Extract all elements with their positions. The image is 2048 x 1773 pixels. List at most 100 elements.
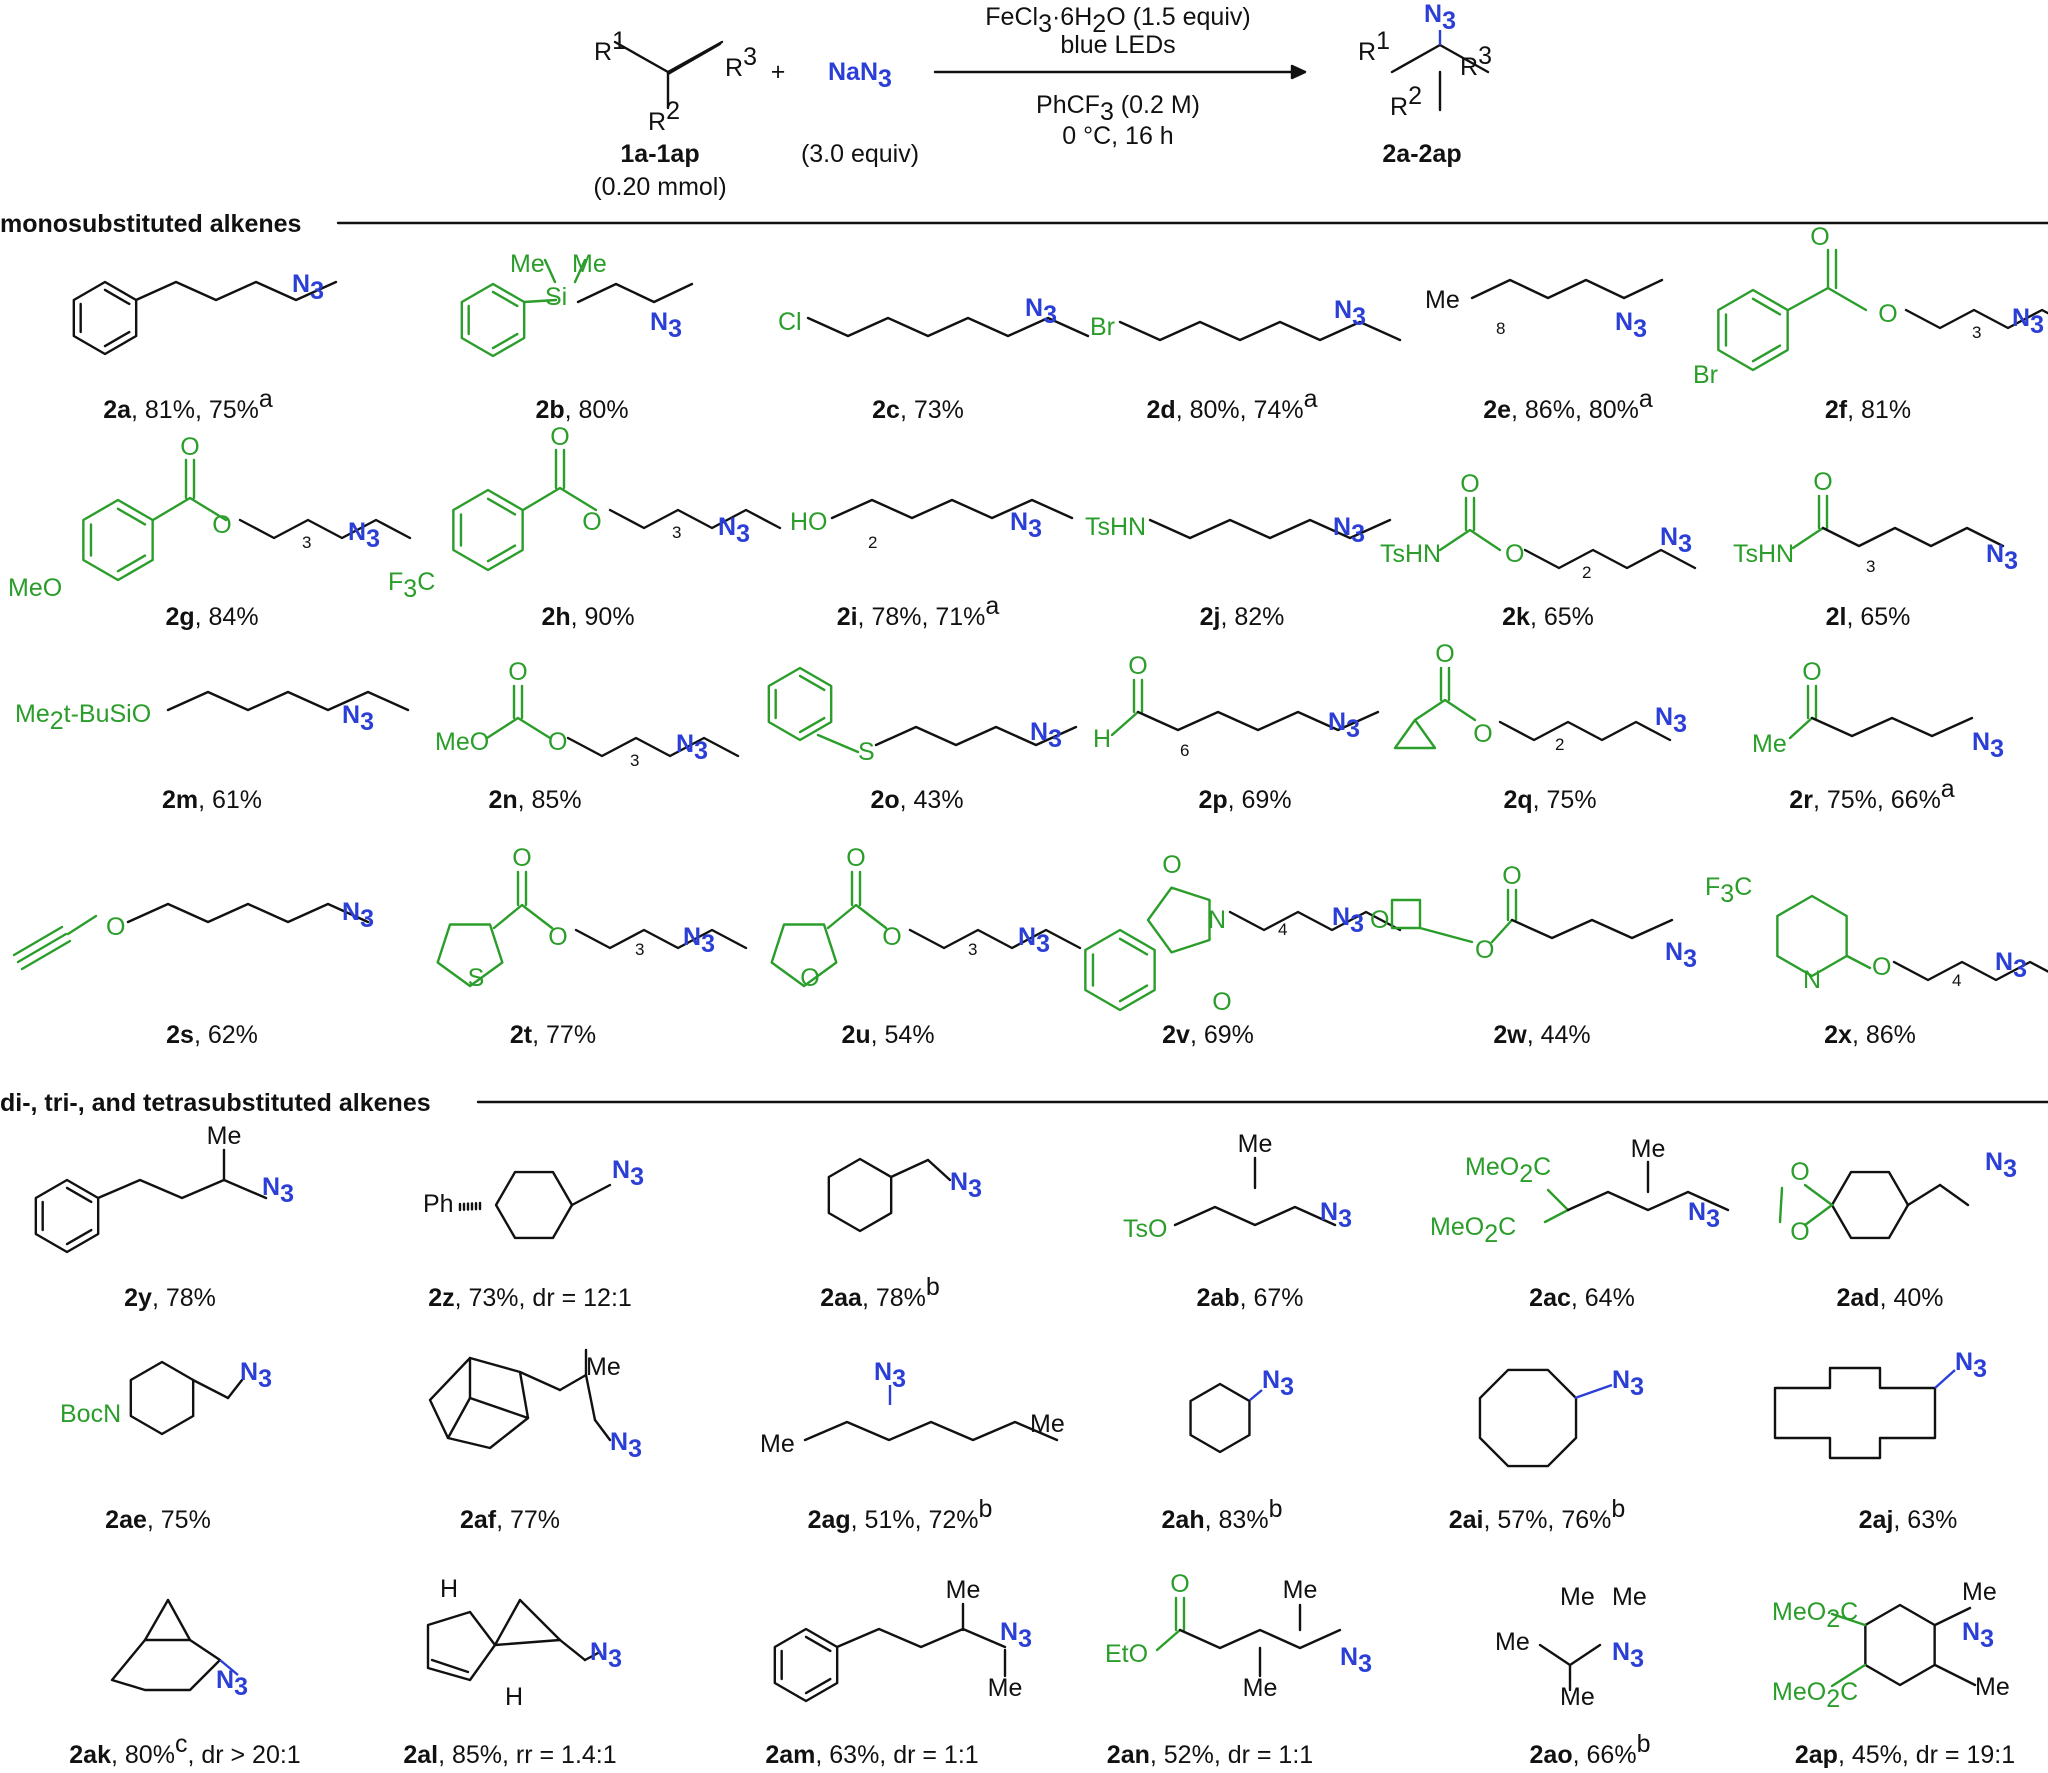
condition-line-1: FeCl3·6H2O (1.5 equiv): [985, 3, 1250, 38]
me-label: Me: [1752, 730, 1787, 758]
caption-2d: 2d, 80%, 74%a: [1147, 385, 1318, 424]
caption-2h: 2h, 90%: [541, 603, 634, 631]
meo2c-label: MeO2C: [1772, 1598, 1858, 1633]
meo-label: MeO: [435, 728, 489, 756]
caption-2z: 2z, 73%, dr = 12:1: [428, 1284, 632, 1312]
yield-caption-2ag: 2ag, 51%, 72%b: [808, 1495, 993, 1534]
o-label: O: [180, 433, 199, 461]
azide-label: N3: [1972, 728, 2004, 763]
yield-caption-2aj: 2aj, 63%: [1859, 1506, 1958, 1534]
o-label: O: [1872, 953, 1891, 981]
azide-label: N3: [240, 1358, 272, 1393]
o-label: O: [1370, 906, 1389, 934]
caption-2al: 2al, 85%, rr = 1.4:1: [403, 1741, 616, 1769]
me-label: Me: [1631, 1135, 1666, 1163]
me-label: Me: [1560, 1583, 1595, 1611]
tso-label: TsO: [1123, 1215, 1167, 1243]
me-label: Me: [207, 1122, 242, 1150]
bocn-label: BocN: [60, 1400, 121, 1428]
section-title-mono: monosubstituted alkenes: [0, 210, 301, 238]
me-label: Me: [1962, 1578, 1997, 1606]
azide-label: N3: [1688, 1198, 1720, 1233]
cf3-label: F3C: [1705, 873, 1752, 908]
h-label: H: [440, 1575, 458, 1603]
caption-2am: 2am, 63%, dr = 1:1: [765, 1741, 978, 1769]
h-label: H: [1093, 725, 1111, 753]
yield-caption-2ai: 2ai, 57%, 76%b: [1449, 1495, 1626, 1534]
o-label: O: [508, 658, 527, 686]
yield-caption-2i: 2i, 78%, 71%a: [837, 592, 1000, 631]
azide-label: N3: [1333, 513, 1365, 548]
cf3-label: F3C: [388, 568, 435, 603]
azide-label: N3: [1018, 923, 1050, 958]
caption-2b: 2b, 80%: [535, 396, 628, 424]
o-label: O: [1460, 470, 1479, 498]
azide-label: N3: [1955, 1348, 1987, 1383]
caption-2e: 2e, 86%, 80%a: [1483, 385, 1653, 424]
caption-2k: 2k, 65%: [1502, 603, 1594, 631]
azide-label: N3: [1665, 938, 1697, 973]
azide-label: N3: [1334, 296, 1366, 331]
product-r3-label: R3: [1460, 42, 1492, 81]
azide-label: N3: [1030, 718, 1062, 753]
reagent-label: NaN3: [828, 58, 892, 93]
o-label: O: [1502, 862, 1521, 890]
r3-label: R3: [725, 43, 757, 82]
azide-label: N3: [2012, 304, 2044, 339]
structure-2ah: N3: [1189, 1366, 1294, 1454]
o-label: O: [1810, 223, 1829, 251]
me-label: Me: [1560, 1683, 1595, 1711]
yield-caption-2ae: 2ae, 75%: [105, 1506, 211, 1534]
me-label: Me: [1030, 1410, 1065, 1438]
yield-caption-2b: 2b, 80%: [535, 396, 628, 424]
yield-caption-2q: 2q, 75%: [1503, 786, 1596, 814]
tshn-label: TsHN: [1380, 540, 1441, 568]
me-label: Me: [1238, 1130, 1273, 1158]
o-label: O: [1790, 1158, 1809, 1186]
ho-label: HO: [790, 508, 828, 536]
me-label: Me: [1975, 1673, 2010, 1701]
yield-caption-2ao: 2ao, 66%b: [1530, 1730, 1651, 1769]
caption-2n: 2n, 85%: [488, 786, 581, 814]
o-label: O: [1162, 851, 1181, 879]
structure-2s: ON3: [12, 898, 374, 971]
caption-2a: 2a, 81%, 75%a: [103, 385, 273, 424]
yield-caption-2l: 2l, 65%: [1826, 603, 1911, 631]
azide-label: N3: [1995, 948, 2027, 983]
meo2c-label: MeO2C: [1465, 1153, 1551, 1188]
yield-caption-2c: 2c, 73%: [872, 396, 964, 424]
azide-label: N3: [342, 898, 374, 933]
caption-2s: 2s, 62%: [166, 1021, 258, 1049]
azide-label: N3: [676, 730, 708, 765]
caption-2m: 2m, 61%: [162, 786, 262, 814]
subscript-3: 3: [630, 751, 639, 770]
caption-2f: 2f, 81%: [1825, 396, 1911, 424]
caption-2i: 2i, 78%, 71%a: [837, 592, 1000, 631]
plus-sign: +: [771, 58, 786, 86]
azide-label: N3: [342, 701, 374, 736]
yield-caption-2s: 2s, 62%: [166, 1021, 258, 1049]
azide-label: N3: [262, 1173, 294, 1208]
caption-2g: 2g, 84%: [165, 603, 258, 631]
yield-caption-2o: 2o, 43%: [870, 786, 963, 814]
o-label: O: [550, 423, 569, 451]
yield-caption-2f: 2f, 81%: [1825, 396, 1911, 424]
caption-2p: 2p, 69%: [1198, 786, 1291, 814]
caption-2ai: 2ai, 57%, 76%b: [1449, 1495, 1626, 1534]
caption-2t: 2t, 77%: [510, 1021, 596, 1049]
azide-label: N3: [1328, 708, 1360, 743]
caption-2ae: 2ae, 75%: [105, 1506, 211, 1534]
